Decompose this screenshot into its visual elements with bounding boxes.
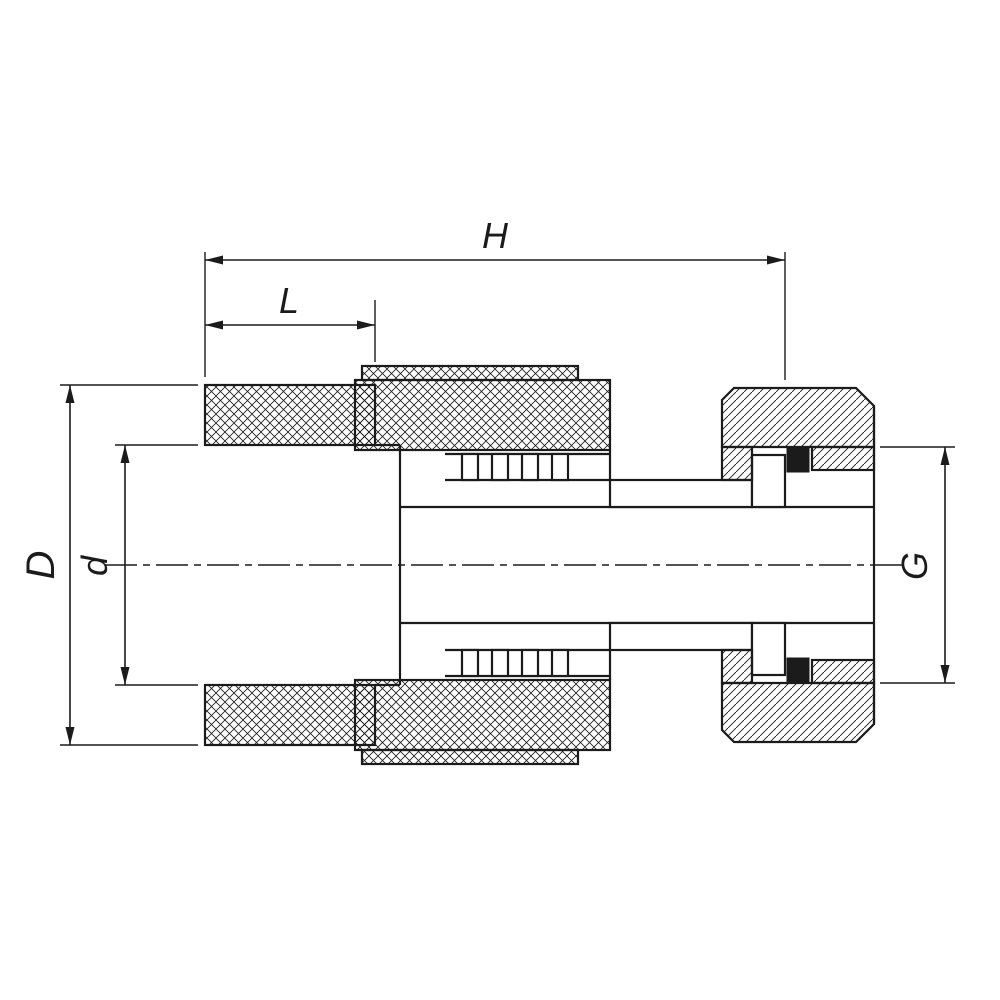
dim-g-label: G — [894, 552, 935, 580]
body-top-band — [360, 364, 580, 382]
flange-bottom — [750, 621, 787, 677]
socket-bottom-wall — [203, 683, 377, 747]
dimension-d-inner: d — [74, 444, 198, 686]
tube-bottom-wall — [608, 621, 754, 652]
coupling-body — [203, 364, 874, 766]
nut-top-wall — [720, 386, 876, 449]
body-bottom-band — [360, 748, 580, 766]
nut-lip-bottom — [720, 648, 754, 685]
body-top-wall — [353, 378, 612, 452]
tube-top-wall — [608, 478, 754, 509]
seal-top — [786, 446, 810, 473]
socket-top-wall — [203, 383, 377, 447]
dimension-l: L — [205, 280, 376, 362]
nut-bottom-wall — [720, 681, 876, 744]
nut-thread-top — [810, 445, 876, 472]
dimension-g: G — [880, 446, 955, 684]
body-bottom-wall — [353, 678, 612, 752]
thread-teeth-bottom — [445, 648, 610, 678]
dimension-d-outer: D — [19, 384, 198, 746]
union-nut — [720, 386, 876, 744]
dim-l-label: L — [279, 280, 299, 321]
dimension-h: H — [204, 215, 786, 380]
dim-h-label: H — [482, 215, 509, 256]
dim-d-outer-label: D — [19, 551, 63, 580]
flange-top — [750, 453, 787, 509]
dim-d-inner-label: d — [74, 555, 115, 576]
thread-teeth-top — [445, 452, 610, 482]
seal-bottom — [786, 657, 810, 684]
nut-lip-top — [720, 445, 754, 482]
nut-thread-bottom — [810, 658, 876, 685]
